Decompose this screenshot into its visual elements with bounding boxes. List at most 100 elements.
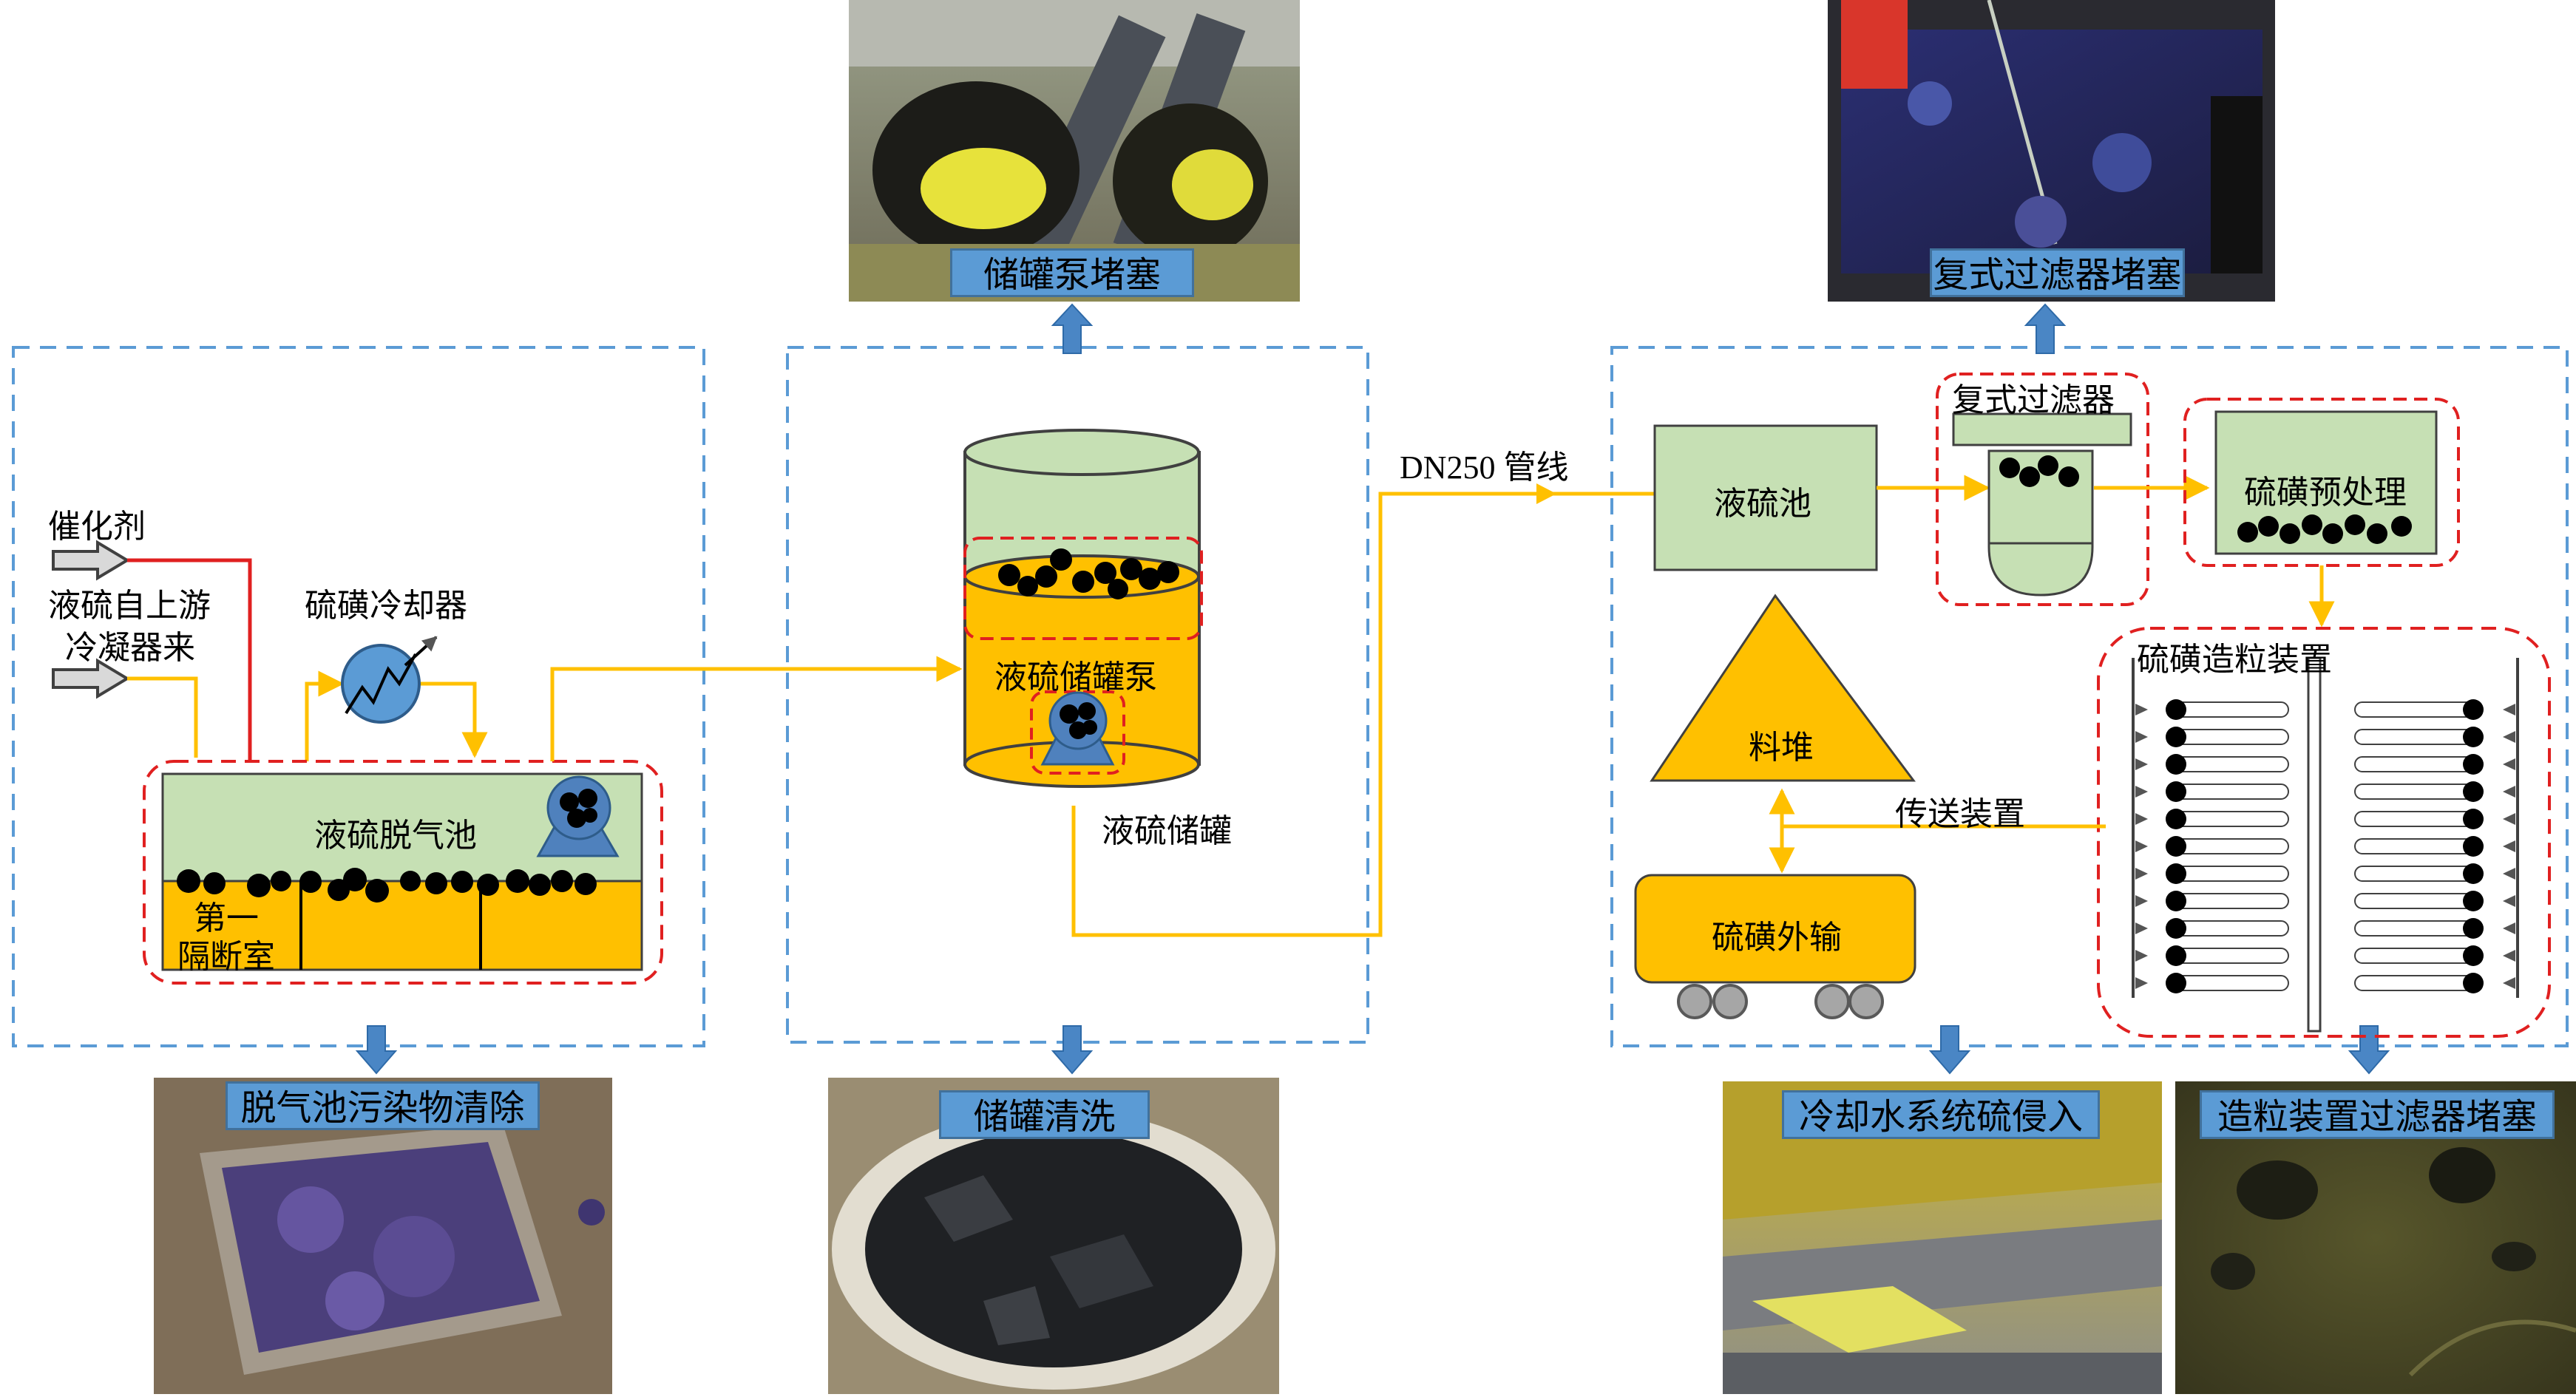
pelletizer-arrow bbox=[2503, 868, 2515, 880]
pelletizer-particle bbox=[2463, 781, 2484, 802]
pelletizer-arrow bbox=[2135, 731, 2148, 743]
pelletizer-belt-left bbox=[2181, 975, 2289, 991]
catalyst-label: 催化剂 bbox=[48, 508, 146, 545]
tank-pump-highlight bbox=[1030, 690, 1125, 775]
pelletizer-particle bbox=[2463, 754, 2484, 775]
pretreatment-highlight bbox=[2183, 398, 2460, 567]
tank-surface-highlight bbox=[963, 537, 1203, 640]
pelletizer-label: 硫磺造粒装置 bbox=[2137, 641, 2332, 679]
degassing-pit-label: 液硫脱气池 bbox=[314, 817, 477, 854]
pelletizer-arrow bbox=[2135, 786, 2148, 798]
pelletizer-particle bbox=[2463, 863, 2484, 884]
pelletizer-arrow bbox=[2135, 868, 2148, 880]
arrow-up-pump bbox=[1051, 303, 1094, 354]
pelletizer-particle bbox=[2166, 809, 2186, 829]
degassing-pump-icon bbox=[536, 775, 620, 857]
sulfur-export-wagon bbox=[1634, 874, 1916, 1019]
pelletizer-arrow bbox=[2503, 786, 2515, 798]
pelletizer-belt-left bbox=[2181, 866, 2289, 882]
arrow-down-pelletizer bbox=[2348, 1025, 2390, 1075]
pelletizer-belt-left bbox=[2181, 920, 2289, 937]
pelletizer-particle bbox=[2166, 754, 2186, 775]
tank-label: 液硫储罐 bbox=[1102, 812, 1232, 850]
pelletizer-belt-right bbox=[2354, 701, 2470, 718]
arrow-up-filter bbox=[2024, 303, 2067, 354]
pelletizer-belt-left bbox=[2181, 893, 2289, 909]
pelletizer-belt-left bbox=[2181, 784, 2289, 800]
pelletizer-belt-right bbox=[2354, 838, 2470, 854]
pelletizer-belt-right bbox=[2354, 756, 2470, 772]
pelletizer-arrow bbox=[2135, 758, 2148, 770]
sulfur-pile bbox=[1650, 594, 1916, 782]
tank-sulfur-particles bbox=[998, 548, 1179, 599]
pelletizer-arrow bbox=[2503, 950, 2515, 962]
arrow-down-tank bbox=[1051, 1025, 1094, 1075]
pelletizer-particle bbox=[2463, 809, 2484, 829]
pelletizer-belt-left bbox=[2181, 838, 2289, 854]
pelletizer-arrow bbox=[2135, 922, 2148, 934]
pelletizer-belt-left bbox=[2181, 756, 2289, 772]
dn250-arrowhead bbox=[1536, 483, 1556, 504]
pelletizer-device bbox=[2132, 656, 2519, 1033]
pelletizer-particle bbox=[2166, 699, 2186, 720]
upstream-label-line1: 液硫自上游 bbox=[48, 587, 211, 625]
photo-label-degassing-cleanup: 脱气池污染物清除 bbox=[226, 1081, 540, 1130]
upstream-input-arrow bbox=[52, 658, 130, 699]
pelletizer-arrow bbox=[2135, 977, 2148, 989]
left-unit-frame bbox=[12, 346, 705, 1047]
pelletizer-belt-right bbox=[2354, 866, 2470, 882]
duplex-filter-label: 复式过滤器 bbox=[1952, 381, 2115, 419]
pelletizer-particle bbox=[2166, 727, 2186, 747]
tank-pump-icon bbox=[1040, 691, 1115, 766]
degassing-sulfur-particles bbox=[177, 868, 597, 903]
catalyst-line bbox=[127, 558, 252, 761]
pelletizer-arrow bbox=[2135, 704, 2148, 716]
degassing-residue-photo bbox=[154, 1078, 612, 1394]
pelletizer-particle bbox=[2463, 699, 2484, 720]
pelletizer-particle bbox=[2166, 891, 2186, 911]
pelletizer-arrow bbox=[2135, 840, 2148, 852]
pelletizer-belt-right bbox=[2354, 811, 2470, 827]
pelletizer-arrow bbox=[2135, 950, 2148, 962]
pelletizer-belt-left bbox=[2181, 811, 2289, 827]
pelletizer-particle bbox=[2463, 918, 2484, 939]
pelletizer-belt-right bbox=[2354, 784, 2470, 800]
upstream-label-line2: 冷凝器来 bbox=[65, 629, 195, 667]
cooler-loop-line bbox=[305, 670, 345, 761]
storage-pump-photo bbox=[849, 0, 1300, 302]
pelletizer-arrow bbox=[2503, 758, 2515, 770]
tank-pump-label: 液硫储罐泵 bbox=[994, 659, 1157, 696]
pelletizer-arrow bbox=[2503, 977, 2515, 989]
first-chamber-label-line1: 第一 bbox=[194, 900, 259, 937]
photo-label-cooling-water: 冷却水系统硫侵入 bbox=[1782, 1090, 2100, 1139]
pelletizer-rows bbox=[2135, 699, 2515, 993]
pelletizer-particle bbox=[2166, 918, 2186, 939]
pelletizer-particle bbox=[2463, 891, 2484, 911]
conveyor-label: 传送装置 bbox=[1895, 795, 2025, 833]
pelletizer-arrow bbox=[2135, 813, 2148, 825]
photo-label-tank-cleaning: 储罐清洗 bbox=[939, 1090, 1150, 1139]
cooler-return-line bbox=[420, 681, 488, 758]
first-chamber-label-line2: 隔断室 bbox=[177, 938, 275, 976]
sulfur-pit-label: 液硫池 bbox=[1714, 485, 1811, 523]
pelletizer-belt-left bbox=[2181, 948, 2289, 964]
photo-label-storage-pump: 储罐泵堵塞 bbox=[950, 248, 1194, 297]
pelletizer-belt-right bbox=[2354, 975, 2470, 991]
pelletizer-particle bbox=[2463, 727, 2484, 747]
pelletizer-arrow bbox=[2503, 731, 2515, 743]
arrow-down-degassing bbox=[355, 1025, 398, 1075]
pelletizer-particle bbox=[2166, 781, 2186, 802]
pile-label: 料堆 bbox=[1749, 729, 1814, 767]
sulfur-pit bbox=[1653, 424, 1878, 571]
cooler-label: 硫磺冷却器 bbox=[305, 587, 467, 625]
degassing-pit bbox=[161, 772, 643, 971]
pretreatment-label: 硫磺预处理 bbox=[2244, 474, 2407, 511]
duplex-filter-icon bbox=[1952, 412, 2132, 596]
pelletizer-highlight bbox=[2097, 627, 2551, 1038]
export-label: 硫磺外输 bbox=[1712, 919, 1842, 956]
pelletizer-arrow bbox=[2503, 813, 2515, 825]
dn250-pipeline bbox=[1071, 492, 1655, 937]
pelletizer-belt-right bbox=[2354, 893, 2470, 909]
pelletizer-particle bbox=[2463, 836, 2484, 857]
